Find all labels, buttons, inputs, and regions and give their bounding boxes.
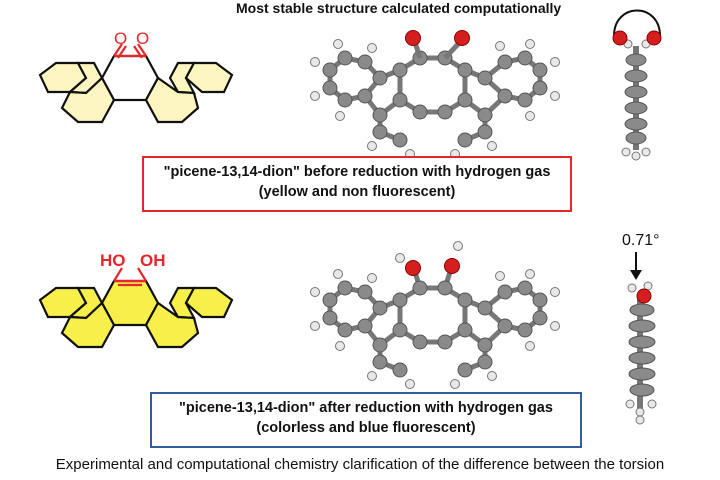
bottom-side-view xyxy=(625,252,657,425)
top-o-left-label: O xyxy=(114,29,127,48)
top-carbonyls xyxy=(113,43,147,59)
bottom-lower-right-ring xyxy=(144,301,200,349)
top-ball-stick-model xyxy=(310,30,560,159)
bottom-hydroxyls xyxy=(113,267,147,287)
top-o-right-label: O xyxy=(136,29,149,48)
bottom-oh-left-label: HO xyxy=(100,251,126,270)
top-lower-right-ring xyxy=(144,76,200,124)
top-right-ring xyxy=(184,61,234,94)
after-reduction-subtitle: (colorless and blue fluorescent) xyxy=(256,420,476,436)
top-lower-left-ring xyxy=(60,76,116,124)
after-reduction-box: "picene-13,14-dion" after reduction with… xyxy=(150,392,582,448)
bottom-oh-right-label: OH xyxy=(140,251,166,270)
bottom-ball-stick-model xyxy=(310,241,560,389)
top-structure xyxy=(38,54,234,124)
top-side-view xyxy=(612,9,662,161)
bottom-lower-left-ring xyxy=(60,301,116,349)
before-reduction-box: "picene-13,14-dion" before reduction wit… xyxy=(142,156,572,212)
bottom-structure xyxy=(38,279,234,349)
diagram-header: Most stable structure calculated computa… xyxy=(236,0,562,16)
before-reduction-subtitle: (yellow and non fluorescent) xyxy=(258,184,456,200)
torsion-angle-label: 0.71° xyxy=(622,232,660,249)
bottom-right-ring xyxy=(184,286,234,319)
after-reduction-title: "picene-13,14-dion" after reduction with… xyxy=(179,400,553,416)
torsion-arrow-icon xyxy=(630,252,642,280)
figure-caption: Experimental and computational chemistry… xyxy=(55,456,665,473)
before-reduction-title: "picene-13,14-dion" before reduction wit… xyxy=(163,164,551,180)
